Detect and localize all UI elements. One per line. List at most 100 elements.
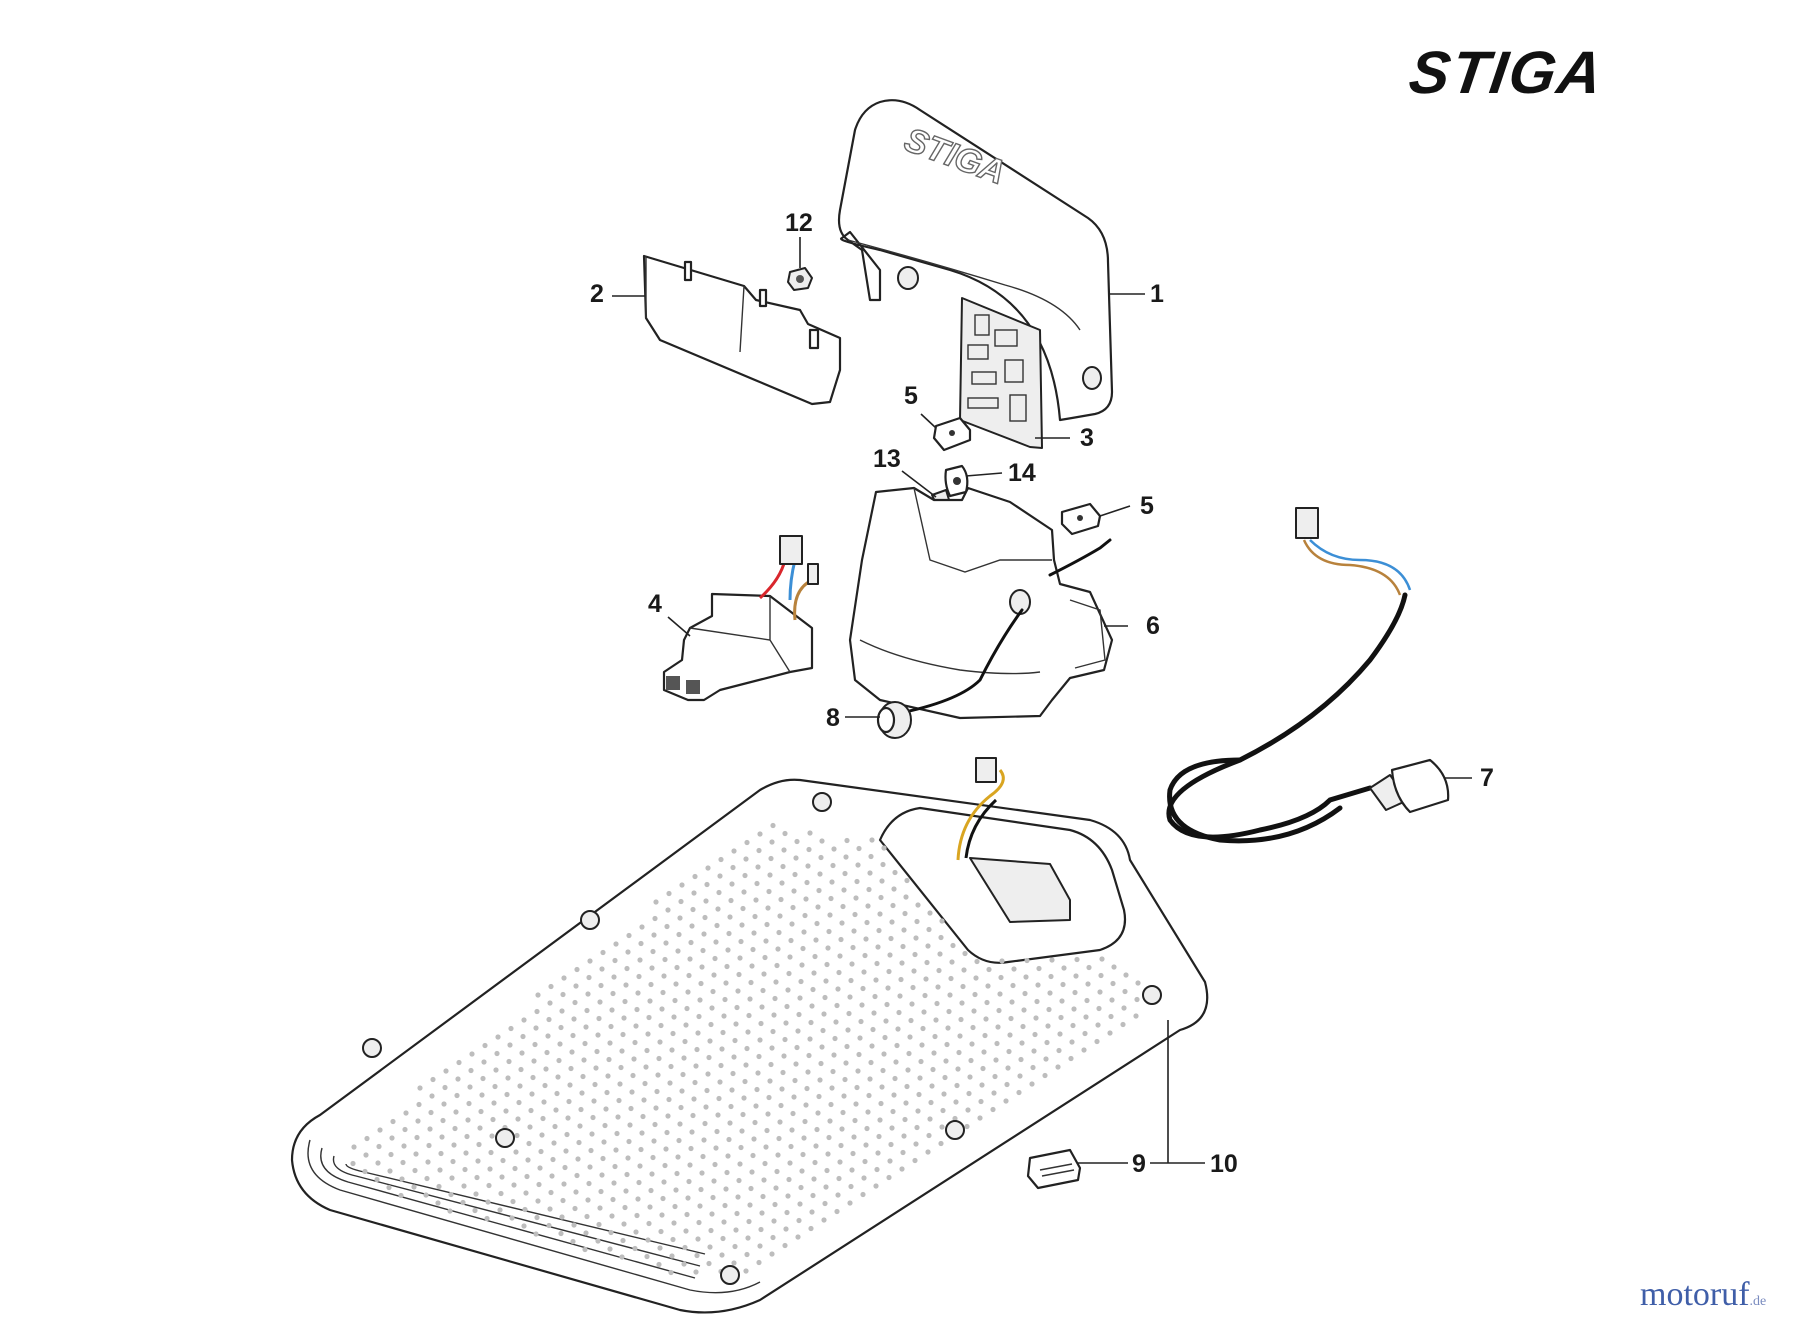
plate-dot (658, 1022, 664, 1029)
plate-dot (995, 1024, 1001, 1030)
plate-dot (375, 1160, 381, 1166)
plate-dot (1021, 1007, 1027, 1013)
plate-dot (930, 1066, 936, 1073)
plate-dot (582, 1040, 588, 1047)
plate-dot (1031, 1048, 1037, 1054)
plate-dot (854, 878, 860, 885)
plate-dot (639, 1130, 645, 1136)
plate-dot (427, 1126, 433, 1132)
plate-dot (435, 1200, 441, 1206)
part-4-charging-contact (662, 535, 819, 702)
plate-dot (947, 992, 953, 998)
plate-dot (1083, 1014, 1089, 1020)
plate-dot (862, 1158, 868, 1165)
plate-dot (622, 998, 628, 1005)
plate-dot (990, 1106, 996, 1113)
plate-dot (872, 993, 878, 1000)
plate-dot (593, 1065, 599, 1071)
plate-dot (817, 1077, 823, 1083)
plate-dot (411, 1184, 417, 1190)
plate-dot (560, 991, 566, 998)
plate-dot (842, 870, 848, 877)
plate-dot (720, 1235, 726, 1242)
plate-dot (756, 1259, 762, 1266)
plate-dot (806, 846, 812, 853)
plate-dot (524, 1173, 530, 1180)
plate-dot (722, 996, 728, 1003)
plate-dot (649, 965, 655, 971)
plate-dot (983, 1016, 989, 1022)
plate-dot (817, 871, 823, 877)
plate-dot (706, 1054, 712, 1061)
plate-dot (588, 1147, 594, 1154)
plate-dot (846, 1010, 852, 1017)
plate-dot (932, 1033, 938, 1040)
plate-dot (916, 1091, 922, 1098)
plate-dot (1007, 1032, 1013, 1038)
plate-dot (890, 902, 896, 909)
plate-dot (798, 1184, 804, 1191)
plate-dot (617, 1081, 623, 1087)
plate-dot (1017, 1073, 1023, 1079)
plate-dot (776, 929, 782, 936)
plate-dot (855, 1068, 861, 1074)
plate-dot (813, 937, 819, 943)
plate-dot (908, 1017, 914, 1024)
callout-1: 1 (1150, 280, 1164, 308)
plate-dot (904, 1083, 910, 1090)
plate-dot (736, 1177, 742, 1184)
plate-dot (549, 1173, 555, 1179)
plate-dot (515, 1116, 521, 1122)
plate-dot (1005, 1065, 1011, 1071)
plate-dot (733, 1227, 739, 1233)
plate-dot (1048, 973, 1054, 980)
plate-dot (674, 964, 680, 971)
plate-dot (913, 1141, 919, 1147)
plate-dot (1061, 965, 1067, 971)
plate-dot (425, 1159, 431, 1165)
plate-dot (646, 1014, 652, 1021)
plate-dot (1003, 1098, 1009, 1104)
plate-dot (1059, 998, 1065, 1004)
plate-dot (887, 952, 893, 958)
plate-dot (840, 1109, 846, 1116)
plate-dot (762, 954, 768, 961)
plate-dot (351, 1144, 357, 1150)
plate-dot (840, 903, 846, 910)
plate-dot (816, 1093, 822, 1100)
plate-dot (638, 940, 644, 947)
plate-dot (801, 929, 807, 935)
plate-dot (843, 1060, 849, 1066)
plate-dot (694, 1046, 700, 1053)
plate-dot (719, 1252, 725, 1258)
plate-dot (746, 1218, 752, 1225)
plate-dot (657, 1245, 663, 1251)
plate-dot (666, 890, 672, 897)
plate-dot (704, 881, 710, 888)
plate-dot (480, 1075, 486, 1082)
plate-dot (811, 970, 817, 976)
plate-dot (637, 1163, 643, 1169)
plate-dot (460, 1199, 466, 1206)
callout-12: 12 (785, 209, 813, 237)
plate-dot (792, 871, 798, 878)
plate-dot (668, 1269, 674, 1276)
plate-dot (780, 1069, 786, 1076)
plate-dot (797, 995, 803, 1001)
plate-dot (1030, 1064, 1036, 1071)
plate-dot (715, 906, 721, 912)
plate-dot (513, 1149, 519, 1155)
plate-dot (708, 1021, 714, 1028)
plate-dot (860, 1191, 866, 1198)
plate-dot (683, 1022, 689, 1028)
plate-dot (793, 1061, 799, 1067)
plate-dot (530, 1074, 536, 1081)
plate-dot (486, 1182, 492, 1189)
plate-dot (749, 1169, 755, 1175)
plate-dot (687, 956, 693, 962)
plate-dot (643, 1064, 649, 1070)
plate-dot (555, 1074, 561, 1080)
plate-dot (899, 960, 905, 966)
plate-dot (1023, 974, 1029, 980)
